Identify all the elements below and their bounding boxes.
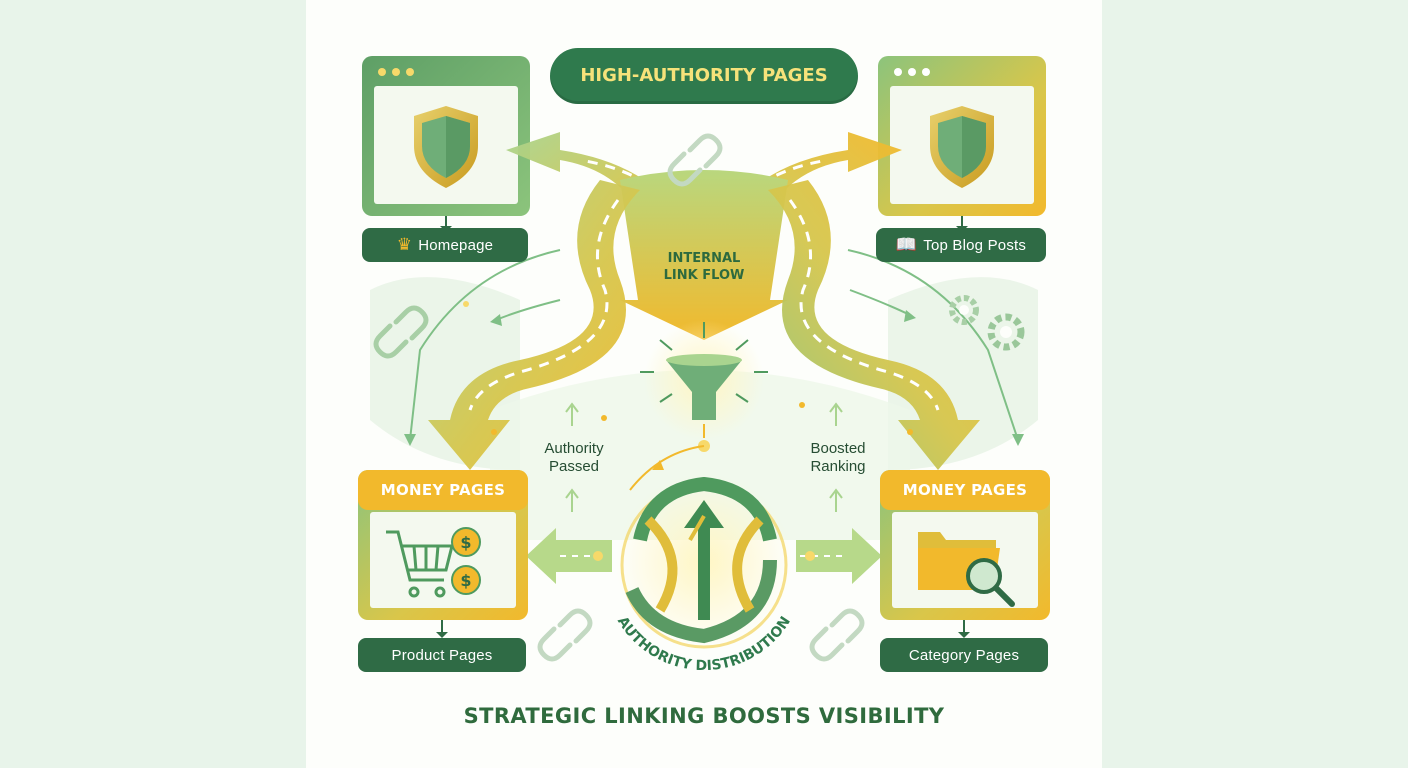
gear-icon [987,313,1025,351]
internal-link-flow-label: INTERNAL LINK FLOW [663,251,745,283]
internal-link-flow-arrow [620,170,788,340]
authority-passed-label: Authority Passed [544,440,604,475]
folder-search-icon [918,532,1015,607]
top-blog-posts-label-text: Top Blog Posts [923,236,1027,254]
money-pages-product-card[interactable]: $ $ [358,470,528,620]
money-pages-title-right: MONEY PAGES [902,481,1028,499]
shopping-cart-icon [386,530,454,598]
link-chain-icon [809,608,865,662]
homepage-label[interactable]: ♛ Homepage [362,228,528,262]
arrow-to-category-pages [768,180,980,470]
dollar-coin-icon: $ $ [451,527,481,595]
homepage-card[interactable] [362,56,530,216]
top-blog-posts-label[interactable]: 📖 Top Blog Posts [876,228,1046,262]
link-chain-icon [667,133,723,187]
homepage-label-text: Homepage [418,236,494,254]
product-pages-label[interactable]: Product Pages [358,638,526,672]
arrow-to-product-pages [428,180,640,470]
authority-distribution-emblem: AUTHORITY DISTRIBUTION [614,445,794,674]
left-background-panel [0,0,306,768]
footer-tagline: STRATEGIC LINKING BOOSTS VISIBILITY [463,704,945,728]
crown-icon: ♛ [396,235,413,254]
page-title: HIGH-AUTHORITY PAGES [550,48,858,104]
arrow-to-product-pages-horizontal [526,528,612,584]
arrow-to-homepage [506,132,700,280]
right-background-panel [1102,0,1408,768]
svg-text:$: $ [460,533,471,552]
funnel-icon [640,320,768,452]
boosted-ranking-label: Boosted Ranking [810,440,866,475]
svg-text:$: $ [460,571,471,590]
link-chain-icon [373,305,429,359]
arrow-to-top-blog-posts [708,132,902,280]
gear-icon [949,295,979,325]
category-pages-label[interactable]: Category Pages [880,638,1048,672]
money-pages-title-left: MONEY PAGES [380,481,506,499]
top-blog-posts-card[interactable] [878,56,1046,216]
book-icon: 📖 [895,235,918,254]
category-pages-label-text: Category Pages [908,646,1020,664]
link-chain-icon [537,608,593,662]
money-pages-category-card[interactable] [880,470,1050,620]
product-pages-label-text: Product Pages [391,646,493,664]
